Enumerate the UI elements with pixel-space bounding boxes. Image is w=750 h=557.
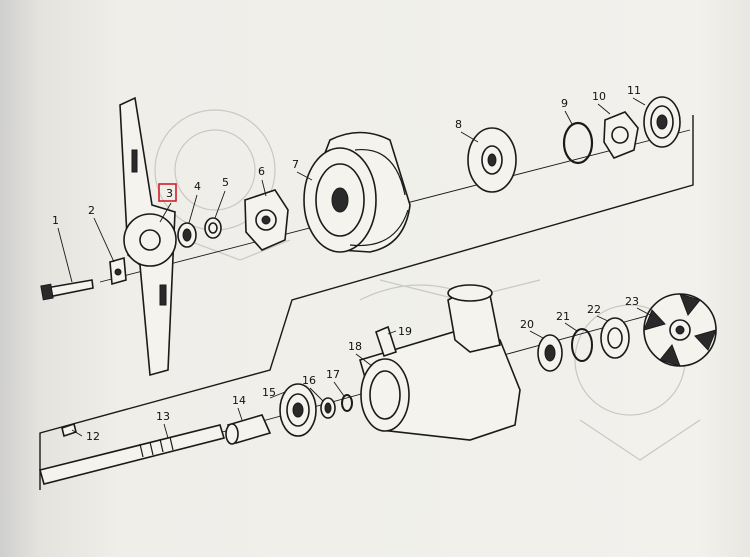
callout-label-3: 3 [166, 187, 173, 200]
callout-leader-7 [296, 171, 313, 181]
callout-label-11: 11 [627, 84, 641, 97]
flange-part [467, 127, 517, 193]
callout-label-22: 22 [587, 303, 601, 316]
callout-leader-12 [71, 429, 83, 437]
frame-line [39, 115, 694, 490]
ring-part [320, 397, 336, 419]
seal-part [537, 334, 563, 372]
callout-label-9: 9 [561, 97, 568, 110]
callout-leader-10 [597, 103, 611, 115]
callout-leader-20 [529, 330, 544, 339]
callout-label-2: 2 [88, 204, 95, 217]
pulley-part [303, 131, 411, 253]
callout-label-5: 5 [222, 176, 229, 189]
washer-part [204, 217, 222, 239]
callout-label-10: 10 [592, 90, 606, 103]
background-ghost-drawing [154, 109, 701, 461]
callout-label-8: 8 [455, 118, 462, 131]
callout-label-7: 7 [292, 158, 299, 171]
bolt-part [40, 279, 94, 301]
fan-blade-part [119, 96, 177, 377]
impeller-part [643, 293, 717, 367]
callout-label-20: 20 [520, 318, 534, 331]
callout-leader-5 [214, 190, 226, 219]
spacer-tube-part [225, 414, 272, 445]
callout-leader-16 [309, 387, 324, 402]
circlip-part [562, 121, 594, 165]
callout-label-15: 15 [262, 386, 276, 399]
bearing-upper-part [643, 96, 681, 148]
nut-part [603, 111, 639, 159]
seal-ring-part [341, 394, 353, 412]
callout-leader-14 [237, 407, 243, 421]
bushing-part [600, 317, 630, 359]
callout-label-13: 13 [156, 410, 170, 423]
callout-leader-2 [93, 217, 115, 263]
callout-label-4: 4 [194, 180, 201, 193]
pump-housing-part [359, 284, 521, 441]
shaft-part [39, 424, 226, 485]
callout-label-16: 16 [302, 374, 316, 387]
callout-leader-15 [269, 391, 286, 399]
callout-label-1: 1 [52, 214, 59, 227]
callout-leader-17 [333, 381, 345, 397]
callout-label-18: 18 [348, 340, 362, 353]
callout-leader-21 [564, 322, 578, 332]
callout-leader-18 [355, 353, 373, 367]
callout-label-12: 12 [86, 430, 100, 443]
sleeve-part [177, 222, 197, 248]
callout-label-17: 17 [326, 368, 340, 381]
callout-leader-8 [460, 131, 479, 143]
callout-leader-13 [163, 423, 169, 439]
callout-label-23: 23 [625, 295, 639, 308]
retaining-ring-part [571, 328, 593, 362]
hub-part [244, 189, 289, 251]
callout-leader-6 [261, 179, 267, 197]
grease-fitting-part [375, 325, 398, 358]
bearing-lower-part [279, 383, 317, 437]
callout-leader-22 [596, 315, 609, 322]
callout-label-21: 21 [556, 310, 570, 323]
callout-label-6: 6 [258, 165, 265, 178]
callout-leader-9 [564, 110, 573, 125]
lock-plate-part [109, 256, 127, 286]
callout-leader-3 [159, 202, 172, 223]
highlight-box [158, 183, 177, 202]
callout-leader-19 [387, 330, 397, 335]
callout-leader-23 [636, 307, 653, 317]
callout-label-19: 19 [398, 325, 412, 338]
callout-label-14: 14 [232, 394, 246, 407]
callout-leader-4 [188, 194, 198, 224]
callout-leader-11 [632, 97, 646, 106]
callout-leader-1 [57, 227, 73, 283]
